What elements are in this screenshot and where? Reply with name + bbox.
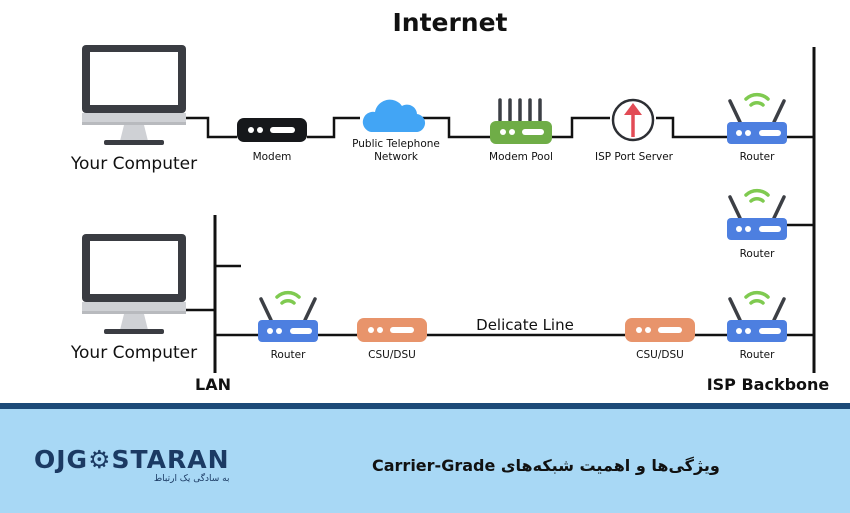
isp-port-server-icon — [611, 98, 655, 142]
network-diagram: Internet Your Computer Modem Public Tele… — [69, 8, 830, 394]
delicate-line-label: Delicate Line — [476, 316, 574, 334]
diagram-svg: Internet Your Computer Modem Public Tele… — [70, 8, 830, 394]
modem-pool-icon — [498, 98, 542, 122]
router-icon — [725, 92, 789, 146]
computer-icon — [82, 234, 186, 334]
company-logo: OJG⚙STARAN به سادگی یک ارتباط — [34, 445, 230, 485]
router-icon — [725, 290, 789, 344]
csu-dsu-icon — [625, 318, 695, 342]
top-computer-label: Your Computer — [70, 154, 197, 174]
network-label-line1: Public Telephone — [352, 138, 440, 150]
csu-left-label: CSU/DSU — [368, 349, 416, 361]
cloud-icon — [362, 99, 426, 133]
lan-label: LAN — [195, 375, 231, 394]
computer-icon — [82, 45, 186, 145]
isp-backbone-label: ISP Backbone — [707, 375, 830, 394]
logo-text-part2: STARAN — [111, 445, 230, 474]
csu-right-label: CSU/DSU — [636, 349, 684, 361]
gear-icon: ⚙ — [88, 445, 112, 474]
bottom-router-right-label: Router — [740, 349, 775, 361]
csu-dsu-icon — [357, 318, 427, 342]
modem-icon — [237, 118, 307, 142]
bottom-router-left-label: Router — [271, 349, 306, 361]
isp-port-server-label: ISP Port Server — [595, 151, 674, 163]
top-router-label: Router — [740, 151, 775, 163]
middle-router-label: Router — [740, 248, 775, 260]
logo-text-part1: OJG — [34, 445, 89, 474]
footer-top-bar — [0, 403, 850, 409]
logo-tagline: به سادگی یک ارتباط — [153, 474, 230, 484]
footer-banner: OJG⚙STARAN به سادگی یک ارتباط ویژگی‌ها و… — [0, 403, 850, 513]
diagram-title: Internet — [392, 8, 507, 37]
footer-caption: ویژگی‌ها و اهمیت شبکه‌های Carrier-Grade — [372, 456, 720, 475]
modem-pool-label: Modem Pool — [489, 151, 553, 163]
modem-label: Modem — [253, 151, 292, 163]
router-icon — [256, 290, 320, 344]
network-label-line2: Network — [374, 151, 419, 163]
connection-lines — [186, 116, 814, 337]
router-icon — [725, 188, 789, 242]
bottom-computer-label: Your Computer — [70, 343, 197, 363]
